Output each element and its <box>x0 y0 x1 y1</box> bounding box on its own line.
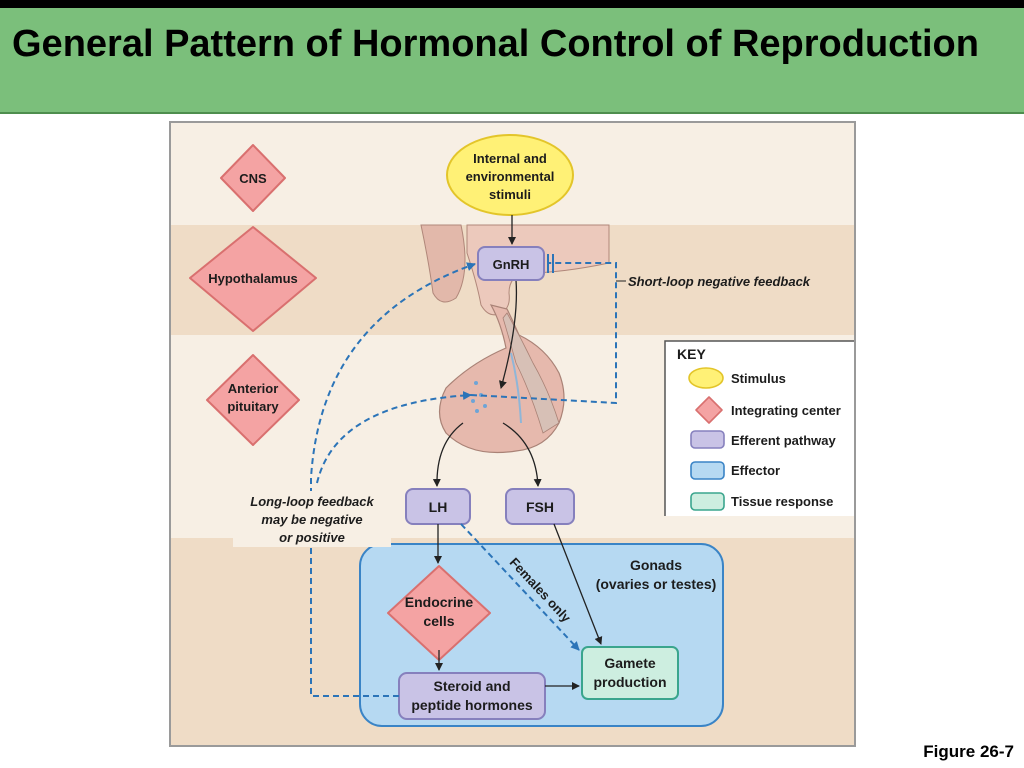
cns-diamond: CNS <box>220 144 286 212</box>
arrow-pituitary-to-fsh <box>502 422 542 487</box>
steroid-hormones-box: Steroid and peptide hormones <box>398 672 546 720</box>
key-integrating-swatch <box>695 396 723 424</box>
key-stimulus-swatch <box>688 367 724 389</box>
steroid-line-1: Steroid and <box>433 678 510 694</box>
arrow-gnrh-to-pituitary <box>499 279 518 389</box>
lh-label: LH <box>429 499 448 515</box>
anterior-pituitary-diamond: Anterior pituitary <box>206 354 300 446</box>
gamete-line-1: Gamete <box>604 655 656 671</box>
key-effector-swatch <box>690 461 725 480</box>
fsh-box: FSH <box>505 488 575 525</box>
endocrine-line-1: Endocrine <box>405 594 474 610</box>
hypothalamus-label: Hypothalamus <box>208 271 298 286</box>
gnrh-label: GnRH <box>493 257 530 272</box>
long-loop-line-1: Long-loop feedback <box>250 494 374 509</box>
anterior-label: Anterior <box>228 381 279 396</box>
short-loop-feedback: Short-loop negative feedback <box>470 254 811 405</box>
key-effector-label: Effector <box>731 463 780 478</box>
key-legend: KEY Stimulus Integrating center Efferent… <box>664 340 854 516</box>
key-integrating-label: Integrating center <box>731 403 841 418</box>
arrow-fsh-to-gamete <box>553 523 603 645</box>
key-stimulus-label: Stimulus <box>731 371 786 386</box>
lh-box: LH <box>405 488 471 525</box>
pituitary-label: pituitary <box>227 399 279 414</box>
key-title: KEY <box>677 346 706 362</box>
hormonal-control-diagram: CNS Hypothalamus Anterior pituitary Inte… <box>171 134 854 745</box>
long-loop-line-2: may be negative <box>261 512 362 527</box>
gonads-sub-label: (ovaries or testes) <box>596 576 717 592</box>
key-tissue-swatch <box>690 492 725 511</box>
stimulus-ellipse: Internal and environmental stimuli <box>446 134 574 216</box>
stimulus-line-1: Internal and <box>473 151 547 166</box>
short-loop-label: Short-loop negative feedback <box>628 274 811 289</box>
key-tissue-label: Tissue response <box>731 494 833 509</box>
slide-title: General Pattern of Hormonal Control of R… <box>12 23 979 65</box>
figure-panel: CNS Hypothalamus Anterior pituitary Inte… <box>169 121 856 747</box>
arrow-lh-to-gamete-females-only <box>460 523 580 651</box>
stimulus-line-3: stimuli <box>489 187 531 202</box>
gamete-line-2: production <box>593 674 666 690</box>
figure-caption: Figure 26-7 <box>923 742 1014 761</box>
cns-label: CNS <box>239 171 267 186</box>
endocrine-line-2: cells <box>423 613 454 629</box>
gnrh-box: GnRH <box>477 246 545 281</box>
title-bar: General Pattern of Hormonal Control of R… <box>0 8 1024 114</box>
key-efferent-swatch <box>690 430 725 449</box>
arrow-pituitary-to-lh <box>432 422 464 487</box>
hypothalamus-diamond: Hypothalamus <box>189 226 317 332</box>
gonads-label: Gonads <box>630 557 682 573</box>
top-black-strip <box>0 0 1024 8</box>
endocrine-diamond: Endocrine cells <box>387 565 491 661</box>
long-loop-feedback: Long-loop feedback may be negative or po… <box>233 262 476 697</box>
key-efferent-label: Efferent pathway <box>731 433 837 448</box>
steroid-line-2: peptide hormones <box>411 697 533 713</box>
long-loop-line-3: or positive <box>279 530 345 545</box>
gamete-production-box: Gamete production <box>581 646 679 700</box>
fsh-label: FSH <box>526 499 554 515</box>
stimulus-line-2: environmental <box>466 169 555 184</box>
